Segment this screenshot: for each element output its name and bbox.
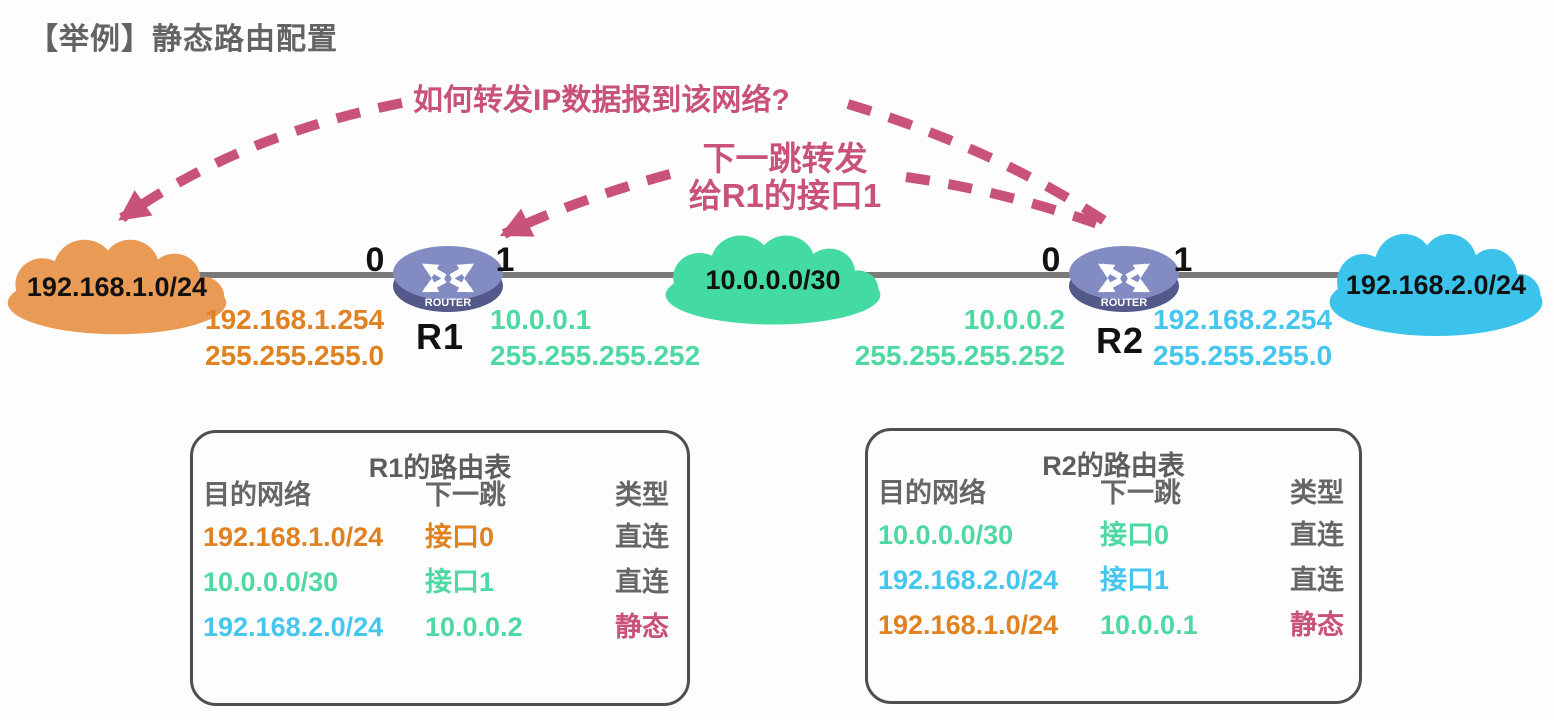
- ip-line: 192.168.2.254: [1153, 304, 1333, 335]
- cell-dest: 192.168.1.0/24: [878, 610, 1059, 640]
- cell-type: 静态: [1290, 610, 1344, 640]
- cell-dest: 192.168.1.0/24: [203, 522, 384, 552]
- column-header-type: 类型: [1290, 478, 1344, 508]
- cloud-icon: [1329, 234, 1543, 336]
- cell-nexthop: 10.0.0.2: [425, 612, 523, 642]
- r2-interface0-address: 10.0.0.2 255.255.255.252: [845, 302, 1065, 374]
- router-r2-port1-label: 1: [1173, 241, 1193, 279]
- dashed-arrow-question-to-net1: [118, 98, 403, 223]
- router-r1-port0-label: 0: [365, 241, 385, 279]
- annotation-question: 如何转发IP数据报到该网络?: [413, 84, 790, 117]
- column-header-dest: 目的网络: [878, 478, 986, 508]
- dashed-arrow-nexthop-to-r1-port1: [499, 169, 672, 239]
- ip-line: 192.168.1.254: [205, 304, 385, 335]
- table-title: R1的路由表: [368, 453, 512, 483]
- column-header-type: 类型: [615, 480, 669, 510]
- cloud-icon: [7, 239, 227, 335]
- ip-line: 10.0.0.1: [490, 304, 592, 335]
- router-r1-name: R1: [415, 316, 465, 357]
- cloud-network-wan-label: 10.0.0.0/30: [705, 264, 841, 295]
- router-word-label: ROUTER: [1101, 297, 1148, 309]
- cell-nexthop: 接口1: [1100, 565, 1170, 595]
- cell-type: 直连: [615, 522, 669, 552]
- column-header-nexthop: 下一跳: [425, 480, 506, 510]
- cell-dest: 10.0.0.0/30: [203, 567, 339, 597]
- cloud-network-1-label: 192.168.1.0/24: [26, 271, 208, 302]
- cell-dest: 192.168.2.0/24: [203, 612, 384, 642]
- table-title: R2的路由表: [1042, 451, 1185, 481]
- cloud-network-1: 192.168.1.0/24: [2, 236, 232, 338]
- cloud-network-2: 192.168.2.0/24: [1324, 230, 1548, 340]
- router-r1-port1-label: 1: [495, 241, 515, 279]
- routing-table-r1: R1的路由表 目的网络 下一跳 类型 192.168.1.0/24 接口0 直连…: [190, 430, 690, 706]
- routing-table-r2: R2的路由表 目的网络 下一跳 类型 10.0.0.0/30 接口0 直连 19…: [865, 428, 1362, 704]
- page-title: 【举例】静态路由配置: [28, 23, 338, 56]
- cloud-network-2-label: 192.168.2.0/24: [1345, 269, 1527, 300]
- router-r2-icon: ROUTER: [1068, 239, 1180, 315]
- cell-nexthop: 10.0.0.1: [1100, 610, 1198, 640]
- router-word-label: ROUTER: [425, 297, 472, 309]
- mask-line: 255.255.255.0: [1153, 340, 1333, 371]
- cell-nexthop: 接口1: [425, 567, 495, 597]
- annotation-next-hop-line2: 给R1的接口1: [688, 177, 882, 214]
- r2-interface1-address: 192.168.2.254 255.255.255.0: [1153, 302, 1332, 374]
- cell-type: 直连: [1290, 565, 1344, 595]
- router-r2-port0-label: 0: [1041, 241, 1061, 279]
- column-header-dest: 目的网络: [203, 480, 311, 510]
- cloud-icon: [665, 235, 881, 325]
- mask-line: 255.255.255.252: [490, 340, 701, 371]
- mask-line: 255.255.255.0: [205, 340, 385, 371]
- router-r2-name: R2: [1095, 320, 1145, 361]
- cell-nexthop: 接口0: [1100, 520, 1170, 550]
- mask-line: 255.255.255.252: [854, 340, 1065, 371]
- router-r1-icon: ROUTER: [392, 239, 504, 315]
- annotation-next-hop: 下一跳转发 给R1的接口1: [668, 140, 902, 214]
- cell-nexthop: 接口0: [425, 522, 495, 552]
- cloud-network-wan: 10.0.0.0/30: [660, 232, 886, 328]
- r1-interface0-address: 192.168.1.254 255.255.255.0: [205, 302, 384, 374]
- cell-dest: 192.168.2.0/24: [878, 565, 1059, 595]
- cell-dest: 10.0.0.0/30: [878, 520, 1014, 550]
- ip-line: 10.0.0.2: [963, 304, 1065, 335]
- cell-type: 静态: [615, 612, 669, 642]
- r1-interface1-address: 10.0.0.1 255.255.255.252: [490, 302, 700, 374]
- cell-type: 直连: [1290, 520, 1344, 550]
- cell-type: 直连: [615, 567, 669, 597]
- dashed-arrow-r2-to-nexthop: [905, 172, 1114, 234]
- annotation-next-hop-line1: 下一跳转发: [702, 140, 868, 177]
- column-header-nexthop: 下一跳: [1100, 478, 1181, 508]
